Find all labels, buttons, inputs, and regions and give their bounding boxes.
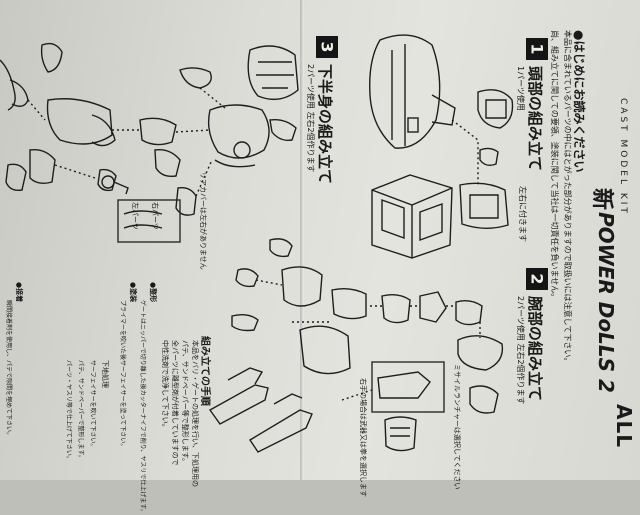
bullet-1-head: ●整形: [149, 282, 157, 303]
procedure-line-3: 全パーツに離型剤が付着していますので: [171, 340, 179, 466]
bullet-3-head: ●接着: [15, 282, 23, 303]
step-2-title: 腕部の組み立て: [526, 296, 544, 402]
brand-logo: ALL: [612, 404, 636, 448]
intro-line-2: 尚、組み立てに関しての要領、塗装に関して当社は一切責任を負いません。: [550, 30, 559, 302]
intro-line-1: 本品に含まれているパーツの中にはとがった部分がありますので取扱いには注意して下さ…: [563, 30, 572, 366]
page-fold: [300, 0, 304, 480]
step-1-parts: 1パーツ使用: [516, 66, 525, 111]
side-line-2: サーフェイサーを吹いて下さい。: [89, 360, 96, 450]
procedure-title: 組み立ての手順: [199, 336, 210, 406]
assembly-diagram: [0, 34, 514, 453]
missile-note: ミサイルランチャーは選択してください: [453, 364, 461, 490]
step-3-title: 下半身の組み立て: [316, 64, 334, 185]
step-2-parts: 2パーツ使用 左右2個作ります: [516, 296, 525, 405]
procedure-line-2: パテ、サンドペーパー等で整形します。: [181, 340, 189, 466]
product-logo-prefix: 新: [589, 188, 614, 211]
step-3-parts: 2パーツ使用 左右2個作ります: [306, 64, 315, 173]
step-2-number: 2: [526, 268, 548, 290]
step-3-number: 3: [316, 36, 338, 58]
procedure-line-4: 中性洗剤で洗浄して下さい。: [161, 340, 169, 431]
part-a-label: 右パーツ: [151, 202, 159, 230]
side-line-4: パーツ・ヤスリ等で仕上げて下さい。: [65, 360, 72, 462]
bullet-2-text: プライマーを吹いた後サーフェイサーを塗って下さい。: [119, 300, 126, 450]
left-right-note: 左右に付きます: [518, 186, 527, 242]
step-1-number: 1: [526, 38, 548, 60]
bullet-1-text: ゲートはニッパーで切り離した後カッターナイフで削り、ヤスリで仕上げます。: [139, 300, 146, 515]
part-b-label: 左パーツ: [131, 202, 139, 230]
procedure-line-1: 本品をバリ・ゲートの処理を行い、下処理用の: [191, 340, 199, 487]
intro-title: ●はじめにお読みください: [572, 30, 586, 173]
side-line-3: パテ、サンドペーパーで整形します。: [77, 360, 84, 461]
right-hand-note: 右手の場合は武器又は拳を選択します: [359, 378, 367, 497]
step-1-title: 頭部の組み立て: [526, 66, 544, 172]
product-logo: POWER DoLLS 2: [594, 212, 618, 393]
rear-cover-note: リアカバーは左右がありません: [199, 172, 207, 270]
bullet-2-head: ●塗装: [129, 282, 137, 303]
bullet-3-text: 瞬間接着剤を使用し、パテで隙間を埋めて下さい。: [5, 300, 12, 439]
side-line-1: 下地処理: [101, 360, 109, 388]
